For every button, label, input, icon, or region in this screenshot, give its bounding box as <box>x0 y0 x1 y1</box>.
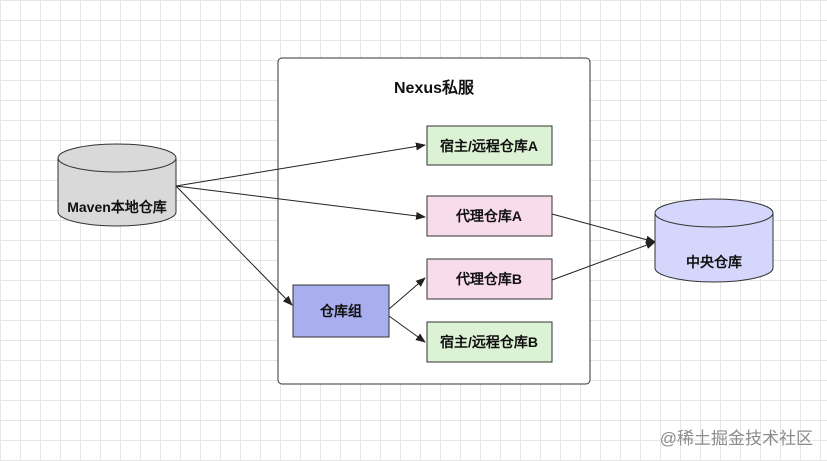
repo-group-label: 仓库组 <box>319 303 362 319</box>
watermark: @稀土掘金技术社区 <box>659 429 813 448</box>
repo-group-node: 仓库组 <box>292 284 390 338</box>
hosted-repo-a-node: 宿主/远程仓库A <box>426 125 553 166</box>
proxy-repo-b-label: 代理仓库B <box>455 271 522 287</box>
proxy-repo-a-label: 代理仓库A <box>455 208 522 224</box>
proxy-repo-b-node: 代理仓库B <box>426 258 553 300</box>
arrow-local-to-proxy-a <box>175 185 426 220</box>
arrows <box>175 142 656 343</box>
arrow-group-to-proxy-b <box>388 277 426 310</box>
central-repo-cylinder: 中央仓库 <box>654 198 774 283</box>
hosted-repo-a-label: 宿主/远程仓库A <box>440 138 538 154</box>
central-repo-label: 中央仓库 <box>686 254 742 270</box>
arrow-group-to-hosted-b <box>388 315 426 343</box>
hosted-repo-b-node: 宿主/远程仓库B <box>426 321 553 363</box>
local-repo-label: Maven本地仓库 <box>67 199 167 215</box>
arrow-local-to-hosted-a <box>175 142 426 187</box>
arrow-proxy-a-to-central <box>551 213 656 244</box>
nexus-title: Nexus私服 <box>394 79 475 97</box>
local-repo-cylinder: Maven本地仓库 <box>57 143 177 227</box>
hosted-repo-b-label: 宿主/远程仓库B <box>440 334 538 350</box>
arrow-local-to-group <box>175 185 293 306</box>
proxy-repo-a-node: 代理仓库A <box>426 195 553 237</box>
arrow-proxy-b-to-central <box>551 241 656 281</box>
